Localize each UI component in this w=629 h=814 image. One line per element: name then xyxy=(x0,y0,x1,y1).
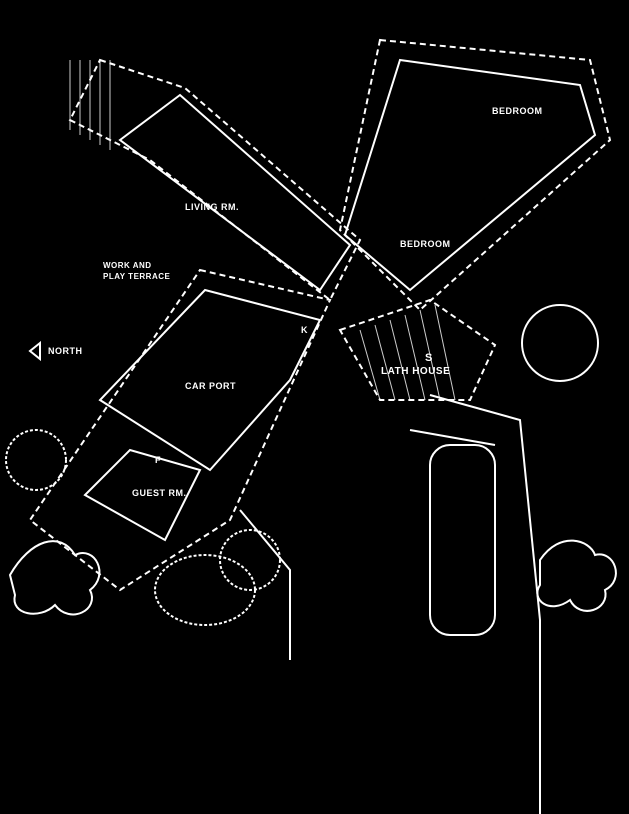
north-label: NORTH xyxy=(48,346,83,356)
room-label-lath-house: LATH HOUSE xyxy=(381,366,451,377)
guest-room-walls xyxy=(83,448,202,542)
shrub xyxy=(5,429,67,491)
room-label-furnace: F xyxy=(155,455,161,465)
bedroom-wing-outline xyxy=(338,38,612,312)
garden-edge xyxy=(239,509,291,660)
room-label-living: LIVING RM. xyxy=(185,202,239,212)
north-arrow-icon xyxy=(28,340,41,362)
room-label-bedroom-1: BEDROOM xyxy=(492,106,543,116)
planter-bed xyxy=(429,444,496,636)
lath-house-outline xyxy=(338,298,497,401)
bedroom-wing-walls xyxy=(343,58,597,292)
room-label-storage: S xyxy=(425,352,433,364)
shrub-cluster xyxy=(154,554,256,626)
shrub-cluster xyxy=(219,529,281,591)
tree xyxy=(521,304,599,382)
carport-walls xyxy=(98,288,322,472)
room-label-guest: GUEST RM. xyxy=(132,488,187,498)
garden-path xyxy=(429,394,541,814)
carport-wing-outline xyxy=(28,268,332,592)
shrub-blob xyxy=(536,539,617,612)
room-label-carport: CAR PORT xyxy=(185,381,236,391)
room-label-terrace-line1: WORK AND xyxy=(103,261,152,270)
living-room-walls xyxy=(118,93,352,292)
garden-path-2 xyxy=(409,429,496,446)
room-label-terrace-line2: PLAY TERRACE xyxy=(103,272,171,281)
room-label-kitchen: K xyxy=(301,325,308,335)
room-label-bedroom-2: BEDROOM xyxy=(400,239,451,249)
shrub-blob xyxy=(8,540,101,616)
